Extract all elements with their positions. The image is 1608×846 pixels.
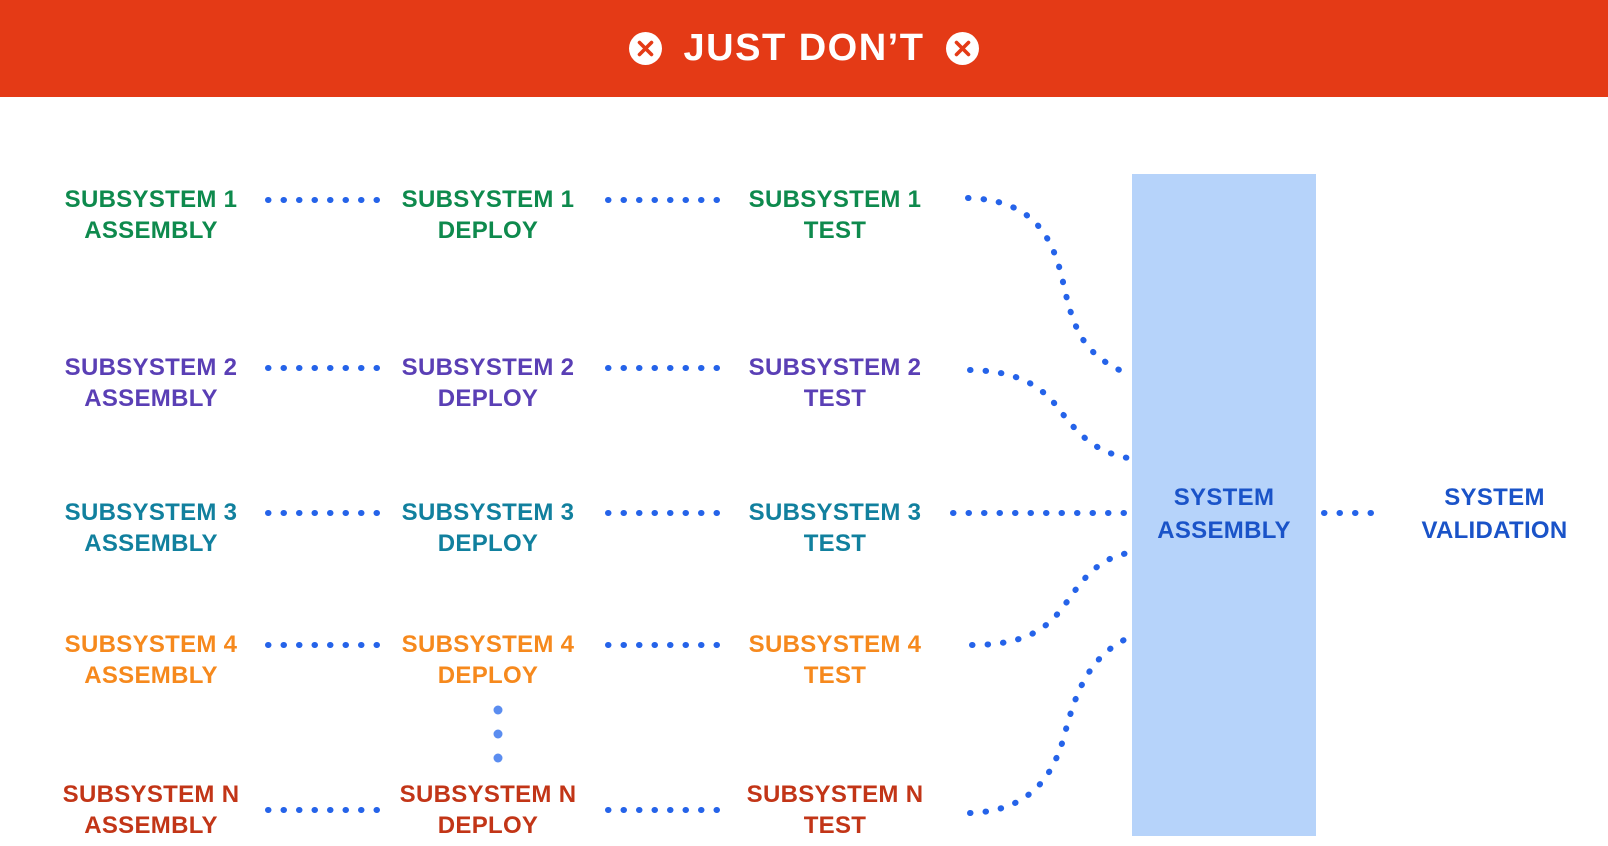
system-assembly-line1: SYSTEM: [1173, 484, 1275, 511]
subsystem-title: SUBSYSTEM N: [62, 781, 240, 808]
stage-name: DEPLOY: [437, 812, 539, 839]
subsystem-title: SUBSYSTEM 2: [64, 354, 238, 381]
stage-name: TEST: [803, 530, 867, 557]
stage-name: DEPLOY: [437, 530, 539, 557]
stage-name: DEPLOY: [437, 217, 539, 244]
subsystem-title: SUBSYSTEM N: [399, 781, 577, 808]
system-validation-line2: VALIDATION: [1421, 517, 1568, 544]
connector-row4-test-to-system-assembly: [969, 550, 1131, 648]
vertical-ellipsis-dots: [493, 705, 503, 763]
label-subsystem-4-deploy: SUBSYSTEM 4 DEPLOY: [338, 629, 638, 691]
subsystem-title: SUBSYSTEM 4: [64, 631, 238, 658]
label-subsystem-4-assembly: SUBSYSTEM 4 ASSEMBLY: [1, 629, 301, 691]
stage-name: ASSEMBLY: [84, 217, 218, 244]
stage-name: ASSEMBLY: [84, 530, 218, 557]
banner-title: JUST DON’T: [683, 27, 925, 69]
label-subsystem-n-deploy: SUBSYSTEM N DEPLOY: [338, 779, 638, 841]
label-subsystem-2-test: SUBSYSTEM 2 TEST: [685, 352, 985, 414]
stage-name: TEST: [803, 662, 867, 689]
label-subsystem-2-assembly: SUBSYSTEM 2 ASSEMBLY: [1, 352, 301, 414]
subsystem-title: SUBSYSTEM 4: [401, 631, 575, 658]
connector-row1-test-to-system-assembly: [965, 195, 1131, 377]
system-validation-line1: SYSTEM: [1444, 484, 1545, 511]
subsystem-title: SUBSYSTEM 2: [401, 354, 575, 381]
label-subsystem-1-test: SUBSYSTEM 1 TEST: [685, 184, 985, 246]
circle-x-icon: [628, 32, 662, 65]
label-subsystem-3-assembly: SUBSYSTEM 3 ASSEMBLY: [1, 497, 301, 559]
label-subsystem-3-deploy: SUBSYSTEM 3 DEPLOY: [338, 497, 638, 559]
stage-name: DEPLOY: [437, 662, 539, 689]
stage-name: TEST: [803, 812, 867, 839]
subsystem-title: SUBSYSTEM 1: [64, 186, 238, 213]
stage-name: DEPLOY: [437, 385, 539, 412]
stage-name: ASSEMBLY: [84, 385, 218, 412]
circle-x-icon: [946, 32, 980, 65]
system-assembly-line2: ASSEMBLY: [1157, 517, 1291, 544]
subsystem-title: SUBSYSTEM 1: [748, 186, 922, 213]
subsystem-title: SUBSYSTEM 2: [748, 354, 922, 381]
stage-name: TEST: [803, 385, 867, 412]
label-subsystem-1-deploy: SUBSYSTEM 1 DEPLOY: [338, 184, 638, 246]
subsystem-title: SUBSYSTEM 3: [401, 499, 575, 526]
header-banner: JUST DON’T: [0, 0, 1608, 97]
label-subsystem-4-test: SUBSYSTEM 4 TEST: [685, 629, 985, 691]
label-system-validation: SYSTEM VALIDATION: [1392, 481, 1597, 547]
label-subsystem-n-test: SUBSYSTEM N TEST: [685, 779, 985, 841]
label-subsystem-3-test: SUBSYSTEM 3 TEST: [685, 497, 985, 559]
subsystem-title: SUBSYSTEM N: [746, 781, 924, 808]
system-assembly-box: [1132, 174, 1316, 836]
connector-row2-test-to-system-assembly: [967, 367, 1131, 461]
subsystem-title: SUBSYSTEM 3: [748, 499, 922, 526]
stage-name: ASSEMBLY: [84, 812, 218, 839]
stage-name: ASSEMBLY: [84, 662, 218, 689]
label-subsystem-2-deploy: SUBSYSTEM 2 DEPLOY: [338, 352, 638, 414]
label-system-assembly: SYSTEM ASSEMBLY: [1132, 481, 1316, 547]
stage-name: TEST: [803, 217, 867, 244]
label-subsystem-n-assembly: SUBSYSTEM N ASSEMBLY: [1, 779, 301, 841]
label-subsystem-1-assembly: SUBSYSTEM 1 ASSEMBLY: [1, 184, 301, 246]
connector-rowN-test-to-system-assembly: [967, 635, 1131, 816]
subsystem-title: SUBSYSTEM 3: [64, 499, 238, 526]
subsystem-title: SUBSYSTEM 1: [401, 186, 575, 213]
subsystem-title: SUBSYSTEM 4: [748, 631, 922, 658]
